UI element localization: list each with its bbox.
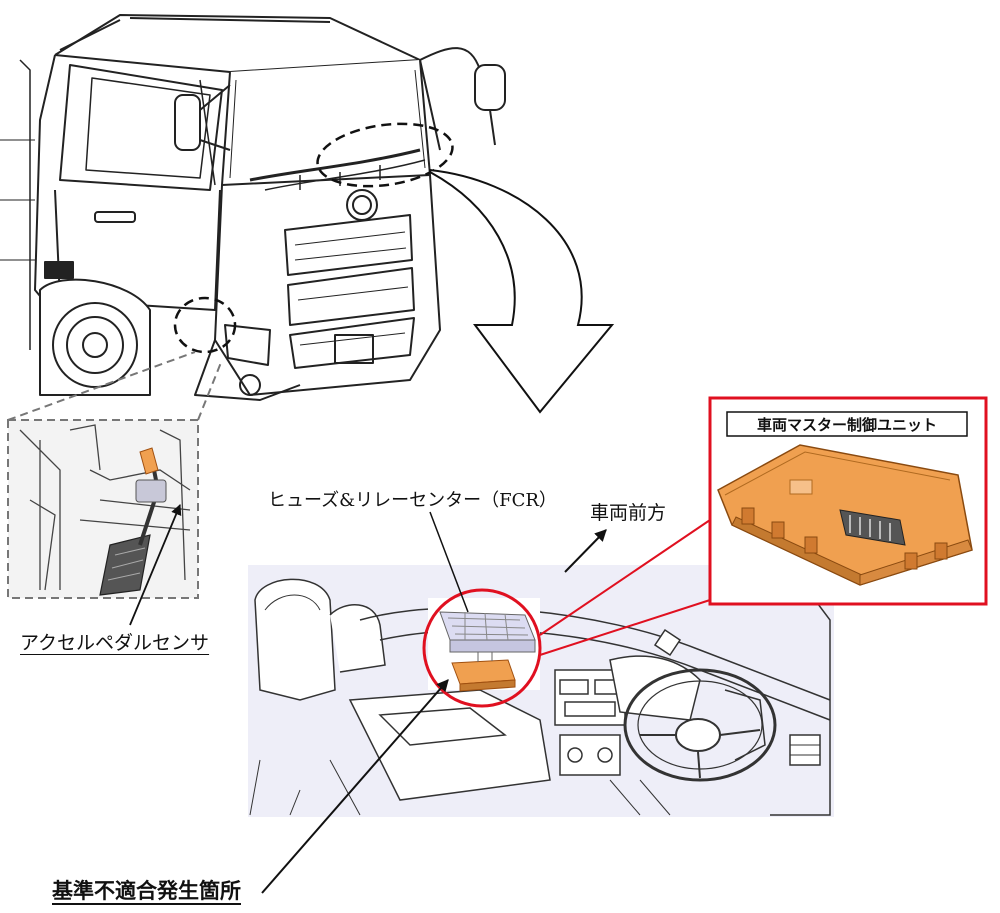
nonconformity-leader-line — [261, 679, 449, 894]
cab-callout-ellipses — [173, 122, 454, 354]
fcr-label: ヒューズ&リレーセンター（FCR） — [268, 490, 557, 511]
accel-pedal-inset — [7, 351, 223, 626]
master-unit-in-cab — [451, 652, 516, 692]
vehicle-front-label: 車両前方 — [590, 502, 667, 524]
vehicle-front-arrow — [564, 529, 607, 573]
big-down-arrow — [429, 168, 615, 414]
fcr-leader-line — [429, 511, 469, 613]
truck-cab-drawing — [0, 14, 506, 401]
master-unit-label: 車両マスター制御ユニット — [756, 416, 937, 434]
fcr-box — [439, 611, 536, 653]
cab-interior-drawing — [248, 565, 834, 817]
accel-sensor-label: アクセルペダルセンサ — [20, 632, 210, 654]
red-callout-lines — [539, 519, 711, 656]
master-unit-inset — [708, 396, 988, 606]
nonconformity-label: 基準不適合発生箇所 — [52, 879, 241, 903]
